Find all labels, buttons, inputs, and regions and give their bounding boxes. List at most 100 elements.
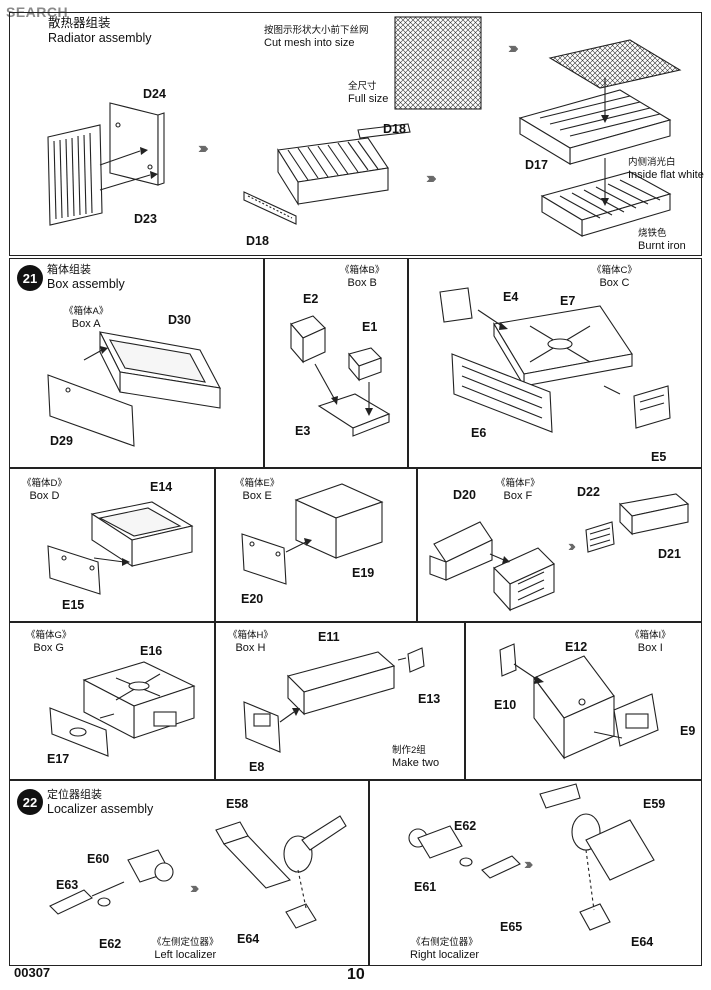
box-g-caption: 《箱体G》 Box G xyxy=(26,630,71,656)
box-e-cn: 《箱体E》 xyxy=(235,478,280,489)
box-i-en: Box I xyxy=(637,641,663,654)
part-label-d29: D29 xyxy=(50,434,73,448)
part-label-e7: E7 xyxy=(560,294,576,308)
box-g-en: Box G xyxy=(33,641,64,654)
radiator-exploded-illustration xyxy=(518,39,682,237)
left-localizer-illustration xyxy=(49,815,347,929)
step20-title-cn: 散热器组装 xyxy=(48,16,111,30)
part-label-e64-right: E64 xyxy=(631,935,654,949)
step21-title: 箱体组装 Box assembly xyxy=(47,264,125,292)
part-label-e61: E61 xyxy=(414,880,437,894)
box-f-en: Box F xyxy=(503,489,533,502)
left-localizer-cn: 《左侧定位器》 xyxy=(152,937,219,948)
part-label-d18-top: D18 xyxy=(383,122,406,136)
box-f-illustration xyxy=(429,493,690,612)
part-label-e13: E13 xyxy=(418,692,441,706)
box-a-caption: 《箱体A》 Box A xyxy=(64,306,108,332)
right-localizer-illustration xyxy=(408,783,655,931)
part-label-e65: E65 xyxy=(500,920,523,934)
box-c-cn: 《箱体C》 xyxy=(592,265,637,276)
box-i-illustration xyxy=(499,643,659,760)
box-h-panel xyxy=(215,622,465,780)
radiator-core-illustration xyxy=(243,123,411,225)
note-full-size: 全尺寸 Full size xyxy=(348,81,388,107)
left-localizer-caption: 《左侧定位器》 Left localizer xyxy=(152,937,219,963)
box-a-en: Box A xyxy=(71,317,101,330)
part-label-e3: E3 xyxy=(295,424,311,438)
part-label-e2: E2 xyxy=(303,292,319,306)
step21-title-cn: 箱体组装 xyxy=(47,264,91,276)
part-label-e62-left: E62 xyxy=(99,937,122,951)
part-label-e63: E63 xyxy=(56,878,79,892)
box-a-cn: 《箱体A》 xyxy=(64,306,109,317)
part-label-e17: E17 xyxy=(47,752,70,766)
box-d-panel xyxy=(9,468,215,622)
mesh-sheet-illustration xyxy=(394,16,482,110)
kit-code: 00307 xyxy=(14,965,51,980)
box-c-en: Box C xyxy=(599,276,630,289)
box-d-cn: 《箱体D》 xyxy=(22,478,67,489)
part-label-e9: E9 xyxy=(680,724,696,738)
box-f-cn: 《箱体F》 xyxy=(496,478,540,489)
note-cut-en: Cut mesh into size xyxy=(264,36,355,49)
part-label-d18-bottom: D18 xyxy=(246,234,269,248)
box-d-illustration xyxy=(47,501,194,595)
part-label-e62-right: E62 xyxy=(454,819,477,833)
box-g-illustration xyxy=(49,661,196,757)
assembly-arrow-icon: ››››› xyxy=(426,170,436,187)
box-e-panel xyxy=(215,468,417,622)
box-b-en: Box B xyxy=(347,276,377,289)
box-b-panel xyxy=(264,258,408,468)
box-a-panel xyxy=(9,258,264,468)
note-inside-cn: 内侧消光白 xyxy=(628,157,676,168)
box-b-cn: 《箱体B》 xyxy=(340,265,385,276)
note-full-en: Full size xyxy=(348,92,389,105)
part-label-e6: E6 xyxy=(471,426,487,440)
box-e-illustration xyxy=(241,483,384,585)
part-label-e64-left: E64 xyxy=(237,932,260,946)
box-h-note-en: Make two xyxy=(392,756,440,769)
box-i-panel xyxy=(465,622,702,780)
part-label-d17: D17 xyxy=(525,158,548,172)
right-localizer-caption: 《右侧定位器》 Right localizer xyxy=(410,937,479,963)
step22-left-panel xyxy=(9,780,369,966)
right-localizer-en: Right localizer xyxy=(410,948,480,961)
assembly-arrow-icon: ›››› xyxy=(524,856,534,873)
box-h-illustration xyxy=(243,647,425,753)
assembly-arrow-icon: ››››› xyxy=(198,140,208,157)
part-label-d23: D23 xyxy=(134,212,157,226)
part-label-e59: E59 xyxy=(643,797,666,811)
note-inside-en: Inside flat white xyxy=(628,168,704,181)
part-label-e14: E14 xyxy=(150,480,173,494)
box-c-illustration xyxy=(439,287,671,433)
box-i-caption: 《箱体I》 Box I xyxy=(630,630,671,656)
box-b-illustration xyxy=(290,315,391,437)
radiator-panels-illustration xyxy=(47,102,165,226)
box-c-caption: 《箱体C》 Box C xyxy=(592,265,637,291)
box-i-cn: 《箱体I》 xyxy=(630,630,671,641)
box-g-panel xyxy=(9,622,215,780)
part-label-e15: E15 xyxy=(62,598,85,612)
box-h-caption: 《箱体H》 Box H xyxy=(228,630,273,656)
assembly-arrow-icon: ››››› xyxy=(508,40,518,57)
page-number: 10 xyxy=(347,966,365,983)
note-full-cn: 全尺寸 xyxy=(348,81,377,92)
part-label-d22: D22 xyxy=(577,485,600,499)
step22-right-panel xyxy=(369,780,702,966)
box-b-caption: 《箱体B》 Box B xyxy=(340,265,384,291)
part-label-e1: E1 xyxy=(362,320,378,334)
note-burnt-en: Burnt iron xyxy=(638,239,686,252)
assembly-arrow-icon: ››› xyxy=(568,538,576,555)
box-h-note-cn: 制作2组 xyxy=(392,745,426,756)
box-e-en: Box E xyxy=(242,489,272,502)
part-label-d30: D30 xyxy=(168,313,191,327)
step21-badge: 21 xyxy=(17,265,43,291)
box-e-caption: 《箱体E》 Box E xyxy=(235,478,279,504)
part-label-e10: E10 xyxy=(494,698,517,712)
box-c-panel xyxy=(408,258,702,468)
step21-title-en: Box assembly xyxy=(47,277,125,292)
left-localizer-en: Left localizer xyxy=(154,948,217,961)
part-label-e20: E20 xyxy=(241,592,264,606)
box-f-caption: 《箱体F》 Box F xyxy=(496,478,540,504)
note-burnt-iron: 烧铁色 Burnt iron xyxy=(638,228,686,254)
